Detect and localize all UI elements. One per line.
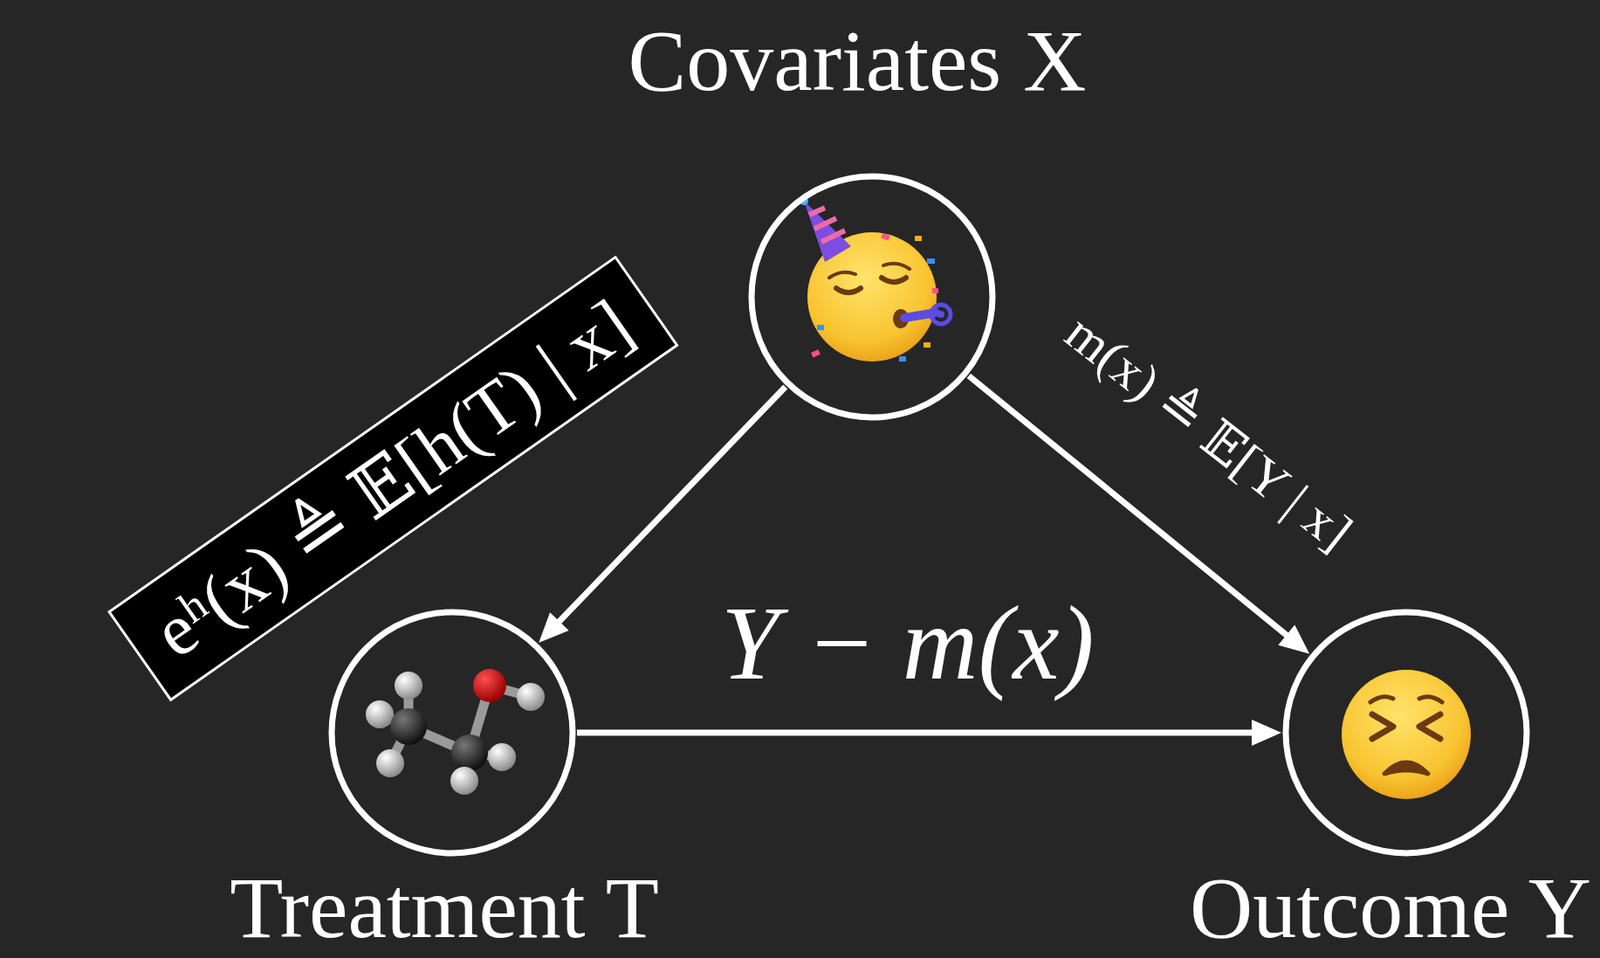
party-face-emoji — [799, 196, 951, 362]
edge-label-text: Y − m(x) — [721, 584, 1095, 701]
boxed-edge-label: eʰ(x) ≜ 𝔼[h(T) | x] — [107, 255, 680, 702]
circle-node: Outcome Y — [1282, 608, 1531, 857]
circle-node: Treatment T — [328, 608, 577, 857]
persevering-face-emoji — [1341, 669, 1471, 799]
circle-outline — [1282, 608, 1531, 857]
edge-label: m(x) ≜ 𝔼[Y | x] — [1055, 302, 1363, 562]
circle-node: Covariates X — [748, 172, 996, 421]
node-heading: Covariates X — [628, 17, 1087, 105]
ethanol-molecule — [365, 668, 545, 795]
arrow-connector — [576, 719, 1282, 746]
node-heading: Outcome Y — [1189, 864, 1592, 952]
circle-outline — [748, 172, 996, 421]
circle-outline — [328, 608, 577, 857]
node-heading: Treatment T — [229, 864, 660, 952]
edge-label: Y − m(x) — [721, 585, 1095, 701]
edge-label-text: m(x) ≜ 𝔼[Y | x] — [1055, 302, 1363, 562]
